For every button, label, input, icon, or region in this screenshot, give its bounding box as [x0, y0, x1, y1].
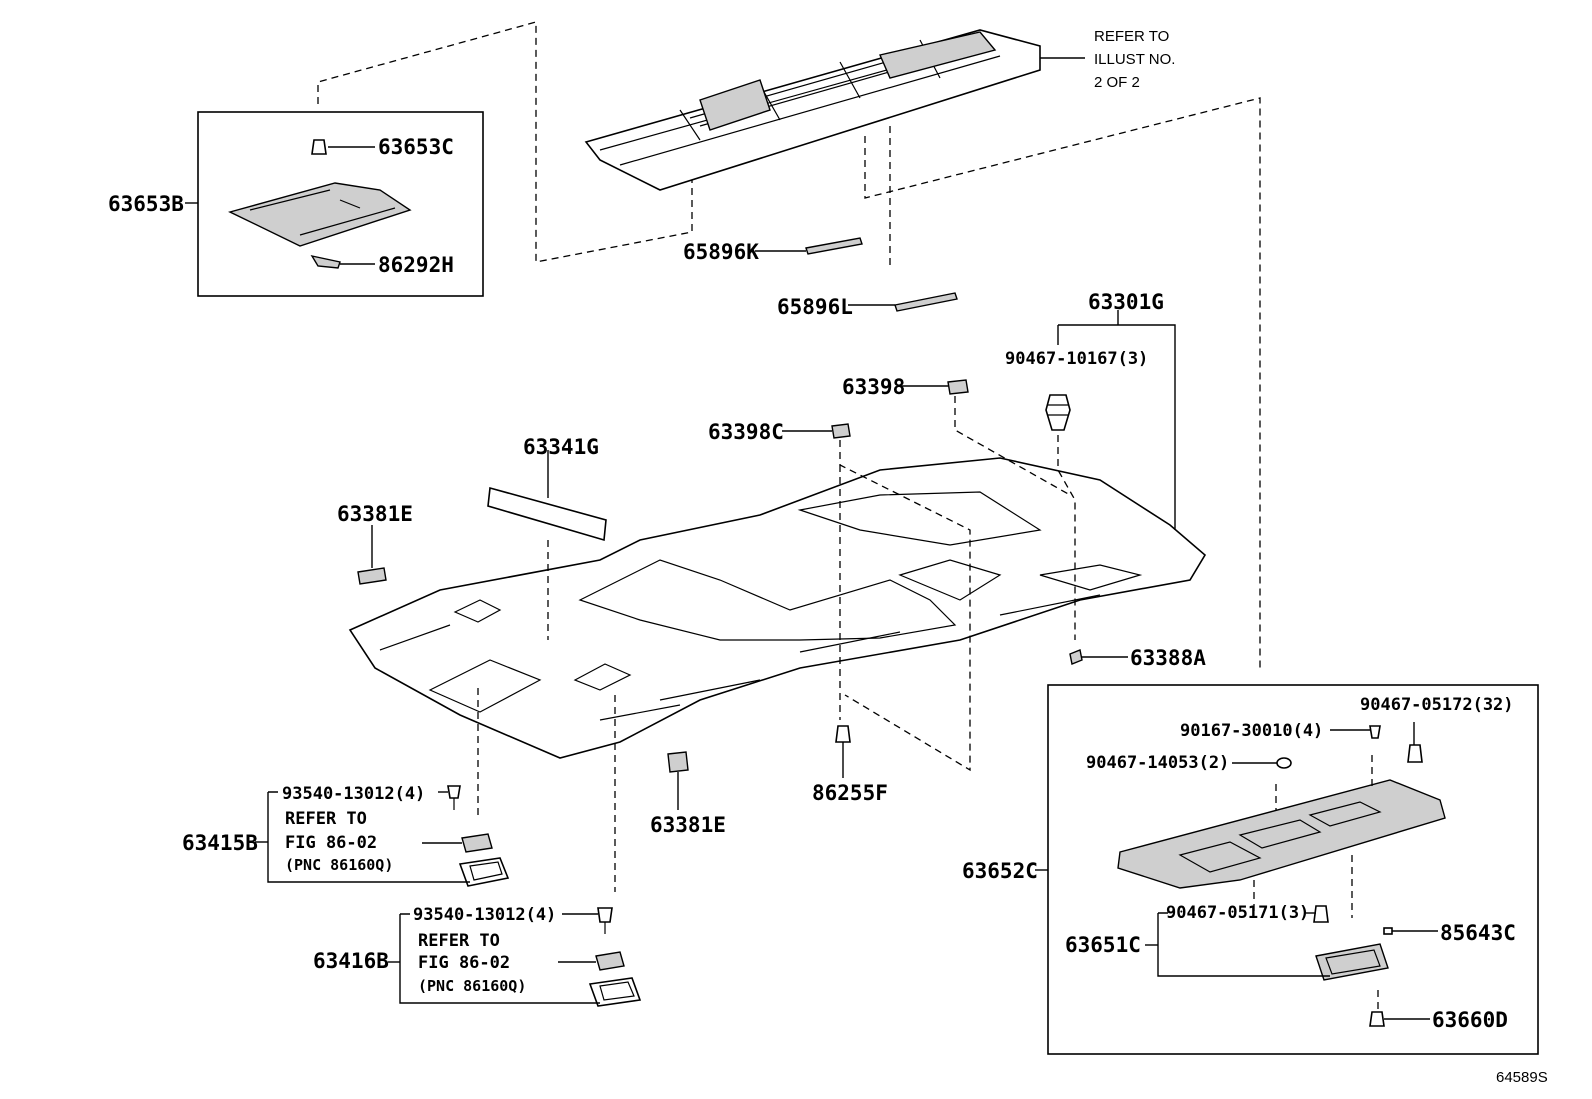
part-63660D-clip [1369, 1011, 1385, 1027]
label-63398: 63398 [842, 375, 905, 399]
note-refer-fig-b-2: FIG 86-02 [418, 953, 510, 973]
part-63398C-clip [831, 423, 851, 439]
label-85643C: 85643C [1440, 921, 1516, 945]
label-90467-05172: 90467-05172(32) [1360, 695, 1514, 715]
part-headliner-panel [348, 457, 1207, 759]
label-90167-30010: 90167-30010(4) [1180, 721, 1323, 741]
part-63388A-clip [1069, 649, 1083, 665]
part-63416B-lamp [588, 951, 642, 1007]
part-63653C-clip [311, 139, 327, 155]
label-63381E-bottom: 63381E [650, 813, 726, 837]
part-63398-clip [947, 379, 969, 395]
label-63415B: 63415B [182, 831, 258, 855]
label-86255F: 86255F [812, 781, 888, 805]
part-roof-frame [584, 29, 1041, 191]
part-63415B-lamp [458, 833, 510, 887]
part-63381E-clip-bottom [667, 751, 689, 773]
part-63381E-clip-top [357, 567, 387, 585]
note-refer-illust-1: REFER TO [1094, 28, 1169, 45]
label-90467-10167: 90467-10167(3) [1005, 349, 1148, 369]
note-refer-fig-b-3: (PNC 86160Q) [418, 977, 526, 995]
label-63301G: 63301G [1088, 290, 1164, 314]
part-85643C-lens [1383, 927, 1393, 935]
label-63398C: 63398C [708, 420, 784, 444]
note-refer-fig-a-3: (PNC 86160Q) [285, 856, 393, 874]
part-93540-screw-a [447, 785, 461, 810]
part-90467-05171-clip [1313, 905, 1329, 923]
note-refer-fig-a-2: FIG 86-02 [285, 833, 377, 853]
label-63653C: 63653C [378, 135, 454, 159]
part-63653B-panel [228, 182, 412, 247]
label-90467-05171: 90467-05171(3) [1166, 903, 1309, 923]
note-refer-fig-a-1: REFER TO [285, 809, 367, 829]
note-refer-fig-b-1: REFER TO [418, 931, 500, 951]
label-93540-13012-a: 93540-13012(4) [282, 784, 425, 804]
label-90467-14053: 90467-14053(2) [1086, 753, 1229, 773]
box-63653B [197, 111, 484, 297]
note-refer-illust-3: 2 OF 2 [1094, 74, 1140, 91]
label-63388A: 63388A [1130, 646, 1206, 670]
label-93540-13012-b: 93540-13012(4) [413, 905, 556, 925]
label-63651C: 63651C [1065, 933, 1141, 957]
figure-code: 64589S [1496, 1069, 1548, 1086]
label-63653B: 63653B [108, 192, 184, 216]
label-63381E-top: 63381E [337, 502, 413, 526]
part-65896K-bracket [805, 237, 863, 255]
part-63341G-strip [487, 486, 607, 542]
part-90467-10167-clip [1045, 394, 1071, 431]
label-65896K: 65896K [683, 240, 759, 264]
note-refer-illust-2: ILLUST NO. [1094, 51, 1175, 68]
part-90467-05172-clip [1407, 744, 1423, 763]
part-63652C-console [1117, 779, 1446, 889]
label-63416B: 63416B [313, 949, 389, 973]
part-63651C-lamp [1315, 943, 1389, 981]
label-86292H: 86292H [378, 253, 454, 277]
label-63652C: 63652C [962, 859, 1038, 883]
part-86292H-trim [310, 254, 341, 269]
part-90167-30010-screw [1369, 725, 1381, 739]
part-65896L-bracket [894, 292, 958, 312]
part-86255F-clip [835, 725, 851, 743]
label-65896L: 65896L [777, 295, 853, 319]
label-63660D: 63660D [1432, 1008, 1508, 1032]
label-63341G: 63341G [523, 435, 599, 459]
part-93540-screw-b [597, 907, 613, 934]
part-90467-14053-nut [1276, 757, 1292, 769]
